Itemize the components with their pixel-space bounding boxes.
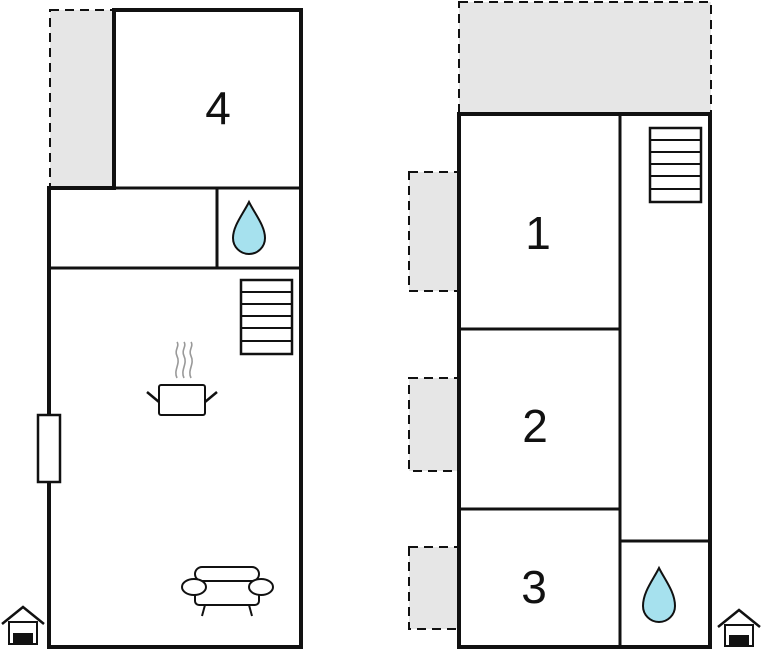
room-label-2: 2 bbox=[522, 400, 548, 452]
balcony-room2 bbox=[408, 377, 460, 472]
entrance-house-icon bbox=[717, 608, 761, 647]
stairs-icon bbox=[648, 126, 703, 204]
door-icon bbox=[36, 413, 62, 484]
balcony-room3 bbox=[408, 546, 460, 630]
upper-floor: 1 2 3 bbox=[408, 1, 761, 649]
ground-floor: 4 bbox=[1, 8, 303, 649]
room-label-1: 1 bbox=[525, 207, 551, 259]
terrace-left bbox=[49, 9, 114, 189]
water-drop-icon bbox=[231, 199, 267, 255]
sofa-icon bbox=[181, 566, 274, 617]
entrance-house-icon bbox=[1, 605, 45, 645]
room-label-3: 3 bbox=[521, 561, 547, 613]
balcony-room1 bbox=[408, 171, 460, 292]
room-label-4: 4 bbox=[205, 82, 231, 134]
balcony-top bbox=[458, 1, 712, 114]
outer-wall-upper bbox=[457, 112, 712, 649]
water-drop-icon bbox=[641, 565, 677, 623]
cooking-pot-icon bbox=[146, 341, 218, 416]
stairs-icon bbox=[239, 278, 294, 356]
